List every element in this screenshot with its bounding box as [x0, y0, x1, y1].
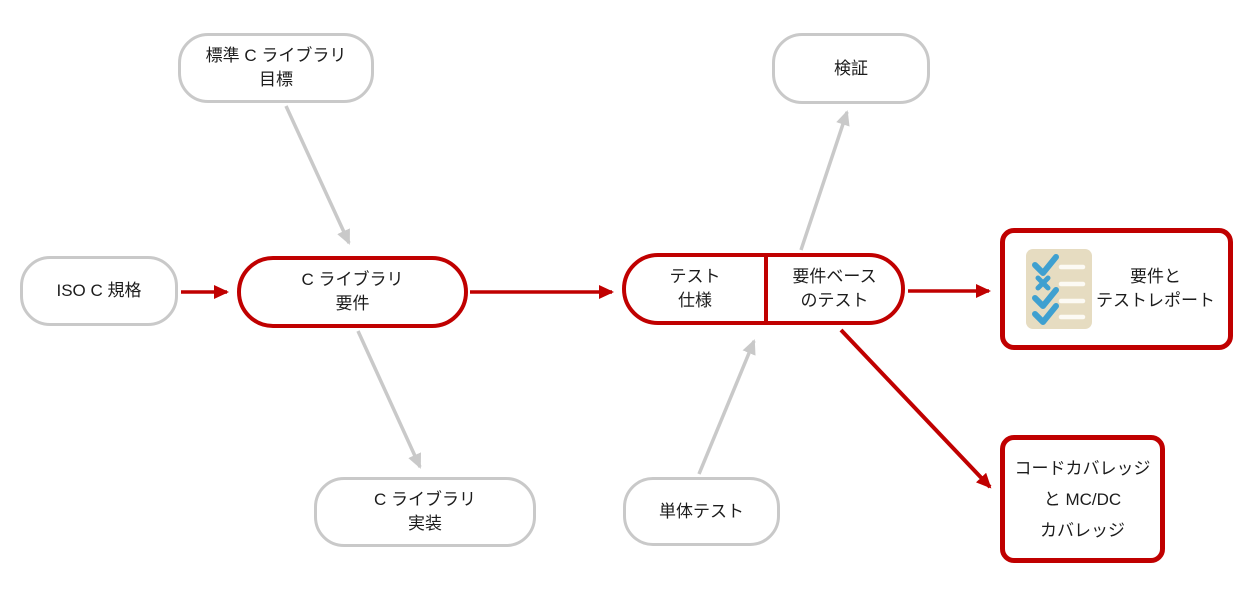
node-test-spec-and-req-based-testing: テスト 仕様 要件ベース のテスト [622, 253, 905, 325]
node-label: 仕様 [678, 291, 712, 310]
node-label: 検証 [834, 58, 868, 78]
node-label: テストレポート [1096, 291, 1215, 310]
arrow-requirements-to-implementation [356, 330, 422, 469]
arrow-reqbased-to-coverage [839, 328, 992, 489]
node-label: C ライブラリ [374, 490, 476, 509]
node-label: ISO C 規格 [56, 281, 142, 300]
node-label: 要件 [335, 294, 370, 313]
node-label: C ライブラリ [301, 270, 404, 289]
arrow-goals-to-requirements [284, 105, 351, 245]
node-unit-tests: 単体テスト [623, 477, 780, 546]
arrow-unittest-to-test-spec [697, 339, 756, 475]
node-label: 標準 C ライブラリ [205, 46, 347, 65]
node-label: 要件と [1130, 267, 1181, 286]
node-label: と MC/DC [1043, 489, 1122, 509]
node-standard-c-library-goals: 標準 C ライブラリ 目標 [178, 33, 374, 103]
report-label: 要件と テストレポート [1093, 265, 1218, 313]
node-label: 実装 [408, 514, 442, 533]
node-requirements-based-testing: 要件ベース のテスト [764, 257, 901, 321]
node-label: テスト [669, 267, 721, 286]
checklist-icon [1026, 249, 1092, 329]
node-label: 目標 [259, 70, 293, 89]
arrow-reqbased-to-verification [799, 110, 850, 251]
report-content: 要件と テストレポート [1005, 233, 1228, 345]
node-label: のテスト [800, 291, 869, 310]
node-c-library-requirements: C ライブラリ 要件 [237, 256, 468, 328]
node-label: カバレッジ [1040, 520, 1125, 540]
node-verification: 検証 [772, 33, 930, 104]
node-iso-c-standard: ISO C 規格 [20, 256, 178, 326]
node-c-library-implementation: C ライブラリ 実装 [314, 477, 536, 547]
node-label: 要件ベース [792, 267, 877, 286]
node-requirements-and-test-report: 要件と テストレポート [1000, 228, 1233, 350]
node-code-coverage-mcdc: コードカバレッジ と MC/DC カバレッジ [1000, 435, 1165, 563]
node-label: コードカバレッジ [1014, 458, 1151, 478]
node-label: 単体テスト [659, 501, 744, 521]
node-test-specification: テスト 仕様 [626, 257, 764, 321]
